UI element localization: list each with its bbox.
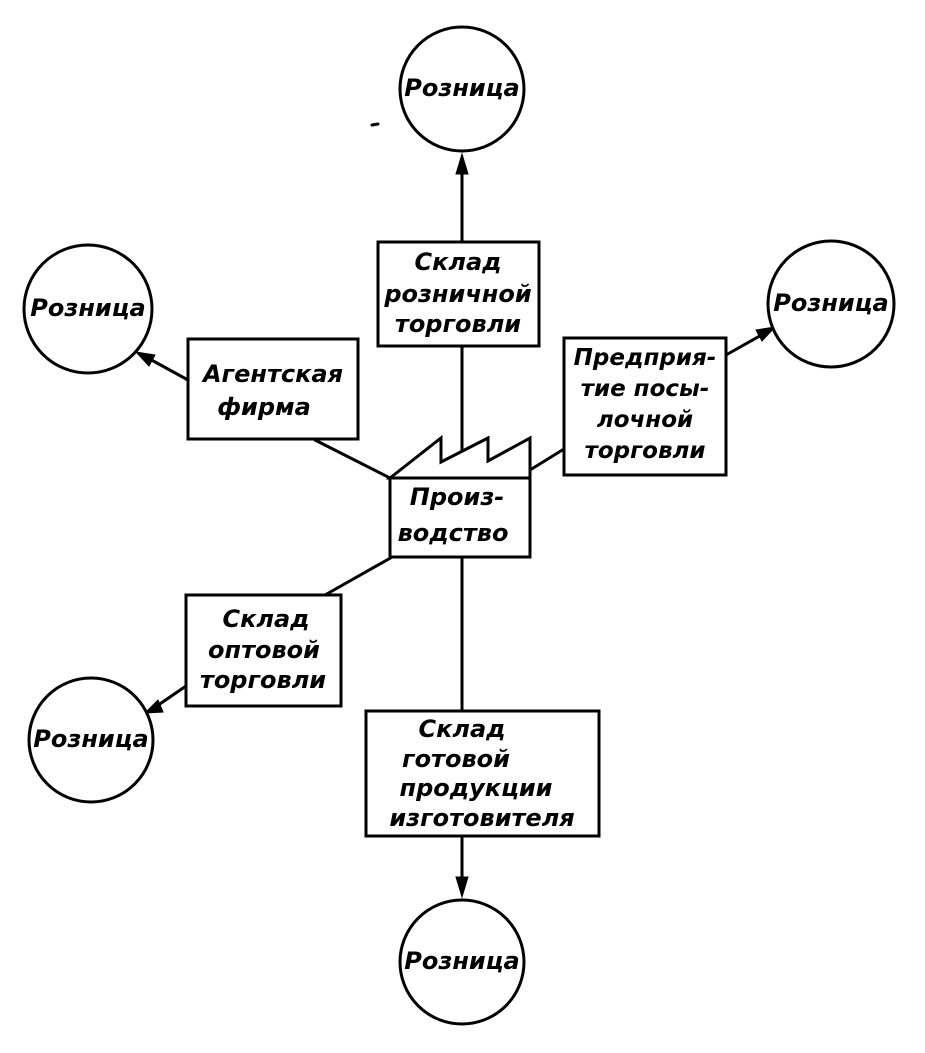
line-agent-firm-to-left-retail [144,355,190,382]
arrowhead-left-retail [134,351,156,367]
retail-node-left: Розница [22,243,154,375]
mail-order-enterprise-line-1: Предприя- [574,345,717,371]
retail-circle-bottom [398,898,526,1026]
retail-circle-top [398,25,526,153]
production-line-1: Произ- [410,483,504,511]
retail-warehouse-box [376,240,541,348]
production-node: Произ- водство [385,434,532,559]
production-line-2: водство [398,519,509,547]
retail-warehouse-line-1: Склад [414,248,501,276]
manufacturer-warehouse-line-1: Склад [418,715,505,743]
wholesale-warehouse-node: Склад оптовой торговли [184,593,343,708]
arrowhead-bottom-left-retail [143,699,164,714]
production-box [388,476,532,559]
connection-lines [144,164,767,888]
manufacturer-warehouse-line-4: изготовителя [389,804,574,832]
retail-circle-left [22,243,154,375]
line-production-to-agent-firm [313,438,392,480]
wholesale-warehouse-line-3: торговли [200,666,326,694]
agent-firm-node: Агентская фирма [186,337,360,441]
arrowhead-bottom-retail [455,876,469,899]
agent-firm-line-2: фирма [217,393,311,421]
wholesale-warehouse-box [184,593,343,708]
agent-firm-box [186,337,360,441]
mail-order-enterprise-node: Предприя- тие посы- лочной торговли [562,336,728,477]
retail-label-bottom: Розница [404,947,519,975]
arrowhead-right-retail [755,326,777,342]
manufacturer-warehouse-node: Склад готовой продукции изготовителя [364,709,601,838]
retail-warehouse-node: Склад розничной торговли [376,240,541,348]
retail-circle-right [766,239,896,369]
retail-label-left: Розница [30,294,145,322]
arrowhead-top-retail [455,152,469,175]
retail-warehouse-line-2: розничной [383,280,532,308]
retail-node-right: Розница [766,239,896,369]
retail-warehouse-line-3: торговли [395,310,521,338]
line-production-to-mail-order [528,447,566,472]
agent-firm-line-1: Агентская [201,360,343,388]
manufacturer-warehouse-line-2: готовой [402,745,510,773]
retail-label-top: Розница [404,74,519,102]
retail-label-bottom-left: Розница [33,725,148,753]
line-mail-order-to-right-retail [724,331,767,357]
wholesale-warehouse-line-1: Склад [222,605,309,633]
wholesale-warehouse-line-2: оптовой [208,636,320,664]
line-production-to-wholesale-warehouse [323,554,396,597]
mail-order-enterprise-line-2: тие посы- [581,376,710,402]
retail-node-bottom-left: Розница [27,676,155,804]
retail-label-right: Розница [773,289,888,317]
mail-order-enterprise-line-3: лочной [597,407,693,433]
manufacturer-warehouse-line-3: продукции [400,774,553,802]
retail-circle-bottom-left [27,676,155,804]
arrowheads [134,152,777,899]
retail-node-top: Розница [398,25,526,153]
mail-order-enterprise-line-4: торговли [585,438,706,464]
production-roof-icon [385,434,532,480]
mail-order-enterprise-box [562,336,728,477]
print-mark [370,122,380,127]
manufacturer-warehouse-box [364,709,601,838]
retail-node-bottom: Розница [398,898,526,1026]
